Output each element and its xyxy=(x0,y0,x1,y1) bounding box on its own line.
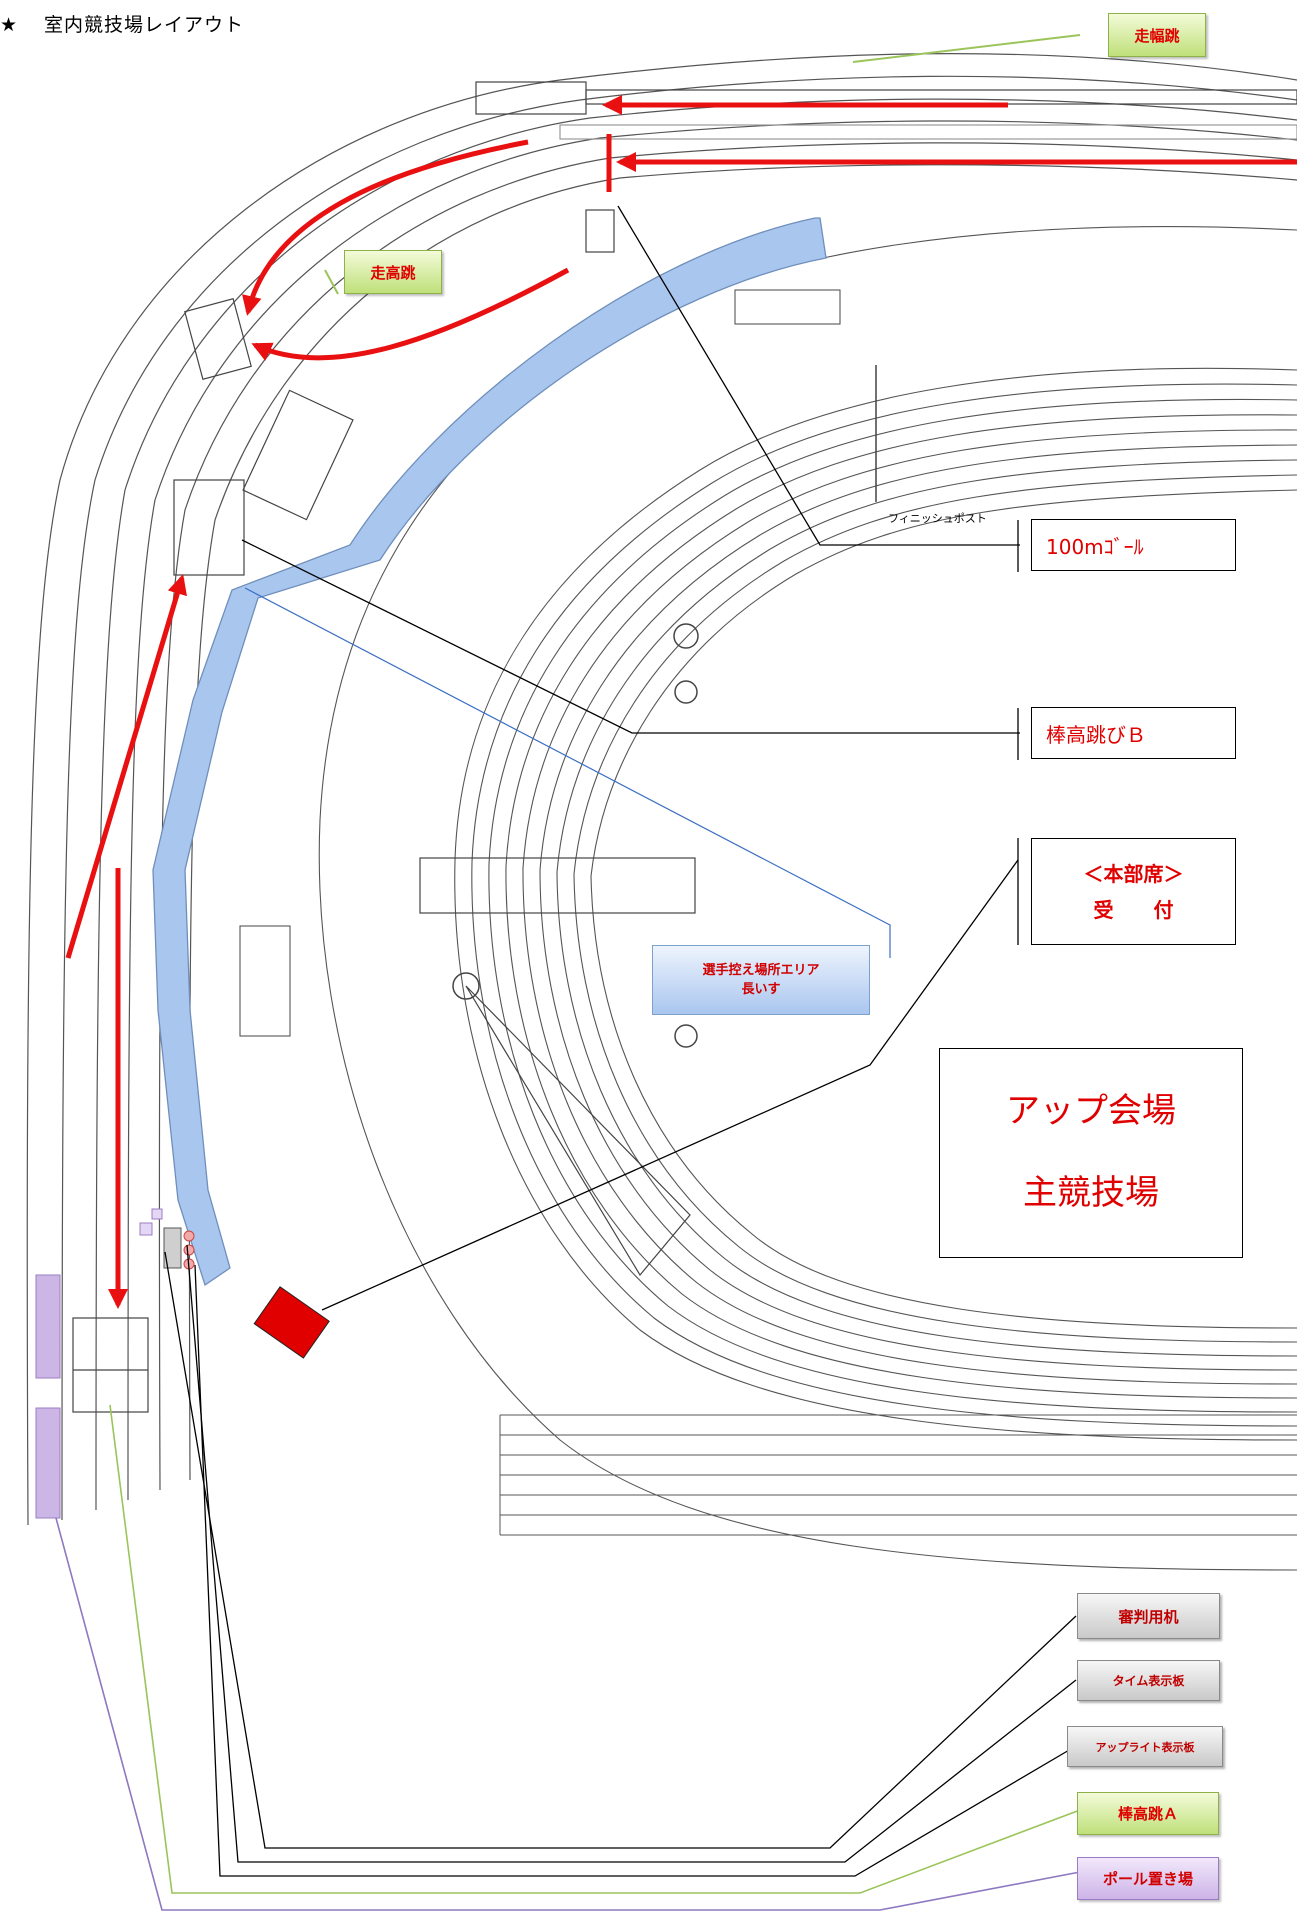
pole-storage-box-1 xyxy=(35,1274,61,1379)
marker-small-2 xyxy=(151,1208,163,1220)
waiting-area-label: 選手控え場所エリア 長いす xyxy=(652,945,870,1015)
judge-desk-label: 審判用机 xyxy=(1077,1593,1220,1639)
waiting-bench-band xyxy=(152,217,827,1287)
infield-features xyxy=(239,623,699,1277)
upright-light-2 xyxy=(183,1244,195,1256)
time-board-label: タイム表示板 xyxy=(1077,1660,1220,1701)
warmup-venue-line2: 主競技場 xyxy=(1023,1173,1159,1213)
star-icon: ★ xyxy=(0,14,19,36)
page-title: ★ 室内競技場レイアウト xyxy=(0,10,244,37)
high-jump-structures xyxy=(173,209,615,576)
headquarters-title: ＜本部席＞ xyxy=(1083,861,1184,886)
finish-post-label: フィニッシュポスト xyxy=(888,512,987,525)
pole-vault-a-label: 棒高跳Ａ xyxy=(1077,1792,1219,1835)
high-jump-label: 走高跳 xyxy=(344,250,442,294)
pole-vault-a-pit xyxy=(72,1317,149,1413)
finish-post xyxy=(734,289,877,502)
waiting-area-line1: 選手控え場所エリア xyxy=(702,962,820,978)
headquarters-label: ＜本部席＞ 受 付 xyxy=(1031,838,1236,945)
marker-small-1 xyxy=(139,1222,153,1236)
goal-100m-label: 100mｺﾞｰﾙ xyxy=(1031,519,1236,571)
flow-arrows xyxy=(65,95,1297,1309)
warmup-venue-label: アップ会場 主競技場 xyxy=(939,1048,1243,1258)
warmup-venue-line1: アップ会場 xyxy=(1006,1091,1176,1132)
leader-lines xyxy=(55,205,1081,1911)
pole-storage-box-2 xyxy=(35,1407,61,1519)
pole-vault-b-label: 棒高跳びＢ xyxy=(1031,707,1236,759)
time-board-marker xyxy=(163,1227,182,1269)
reception-label: 受 付 xyxy=(1093,897,1174,922)
page-title-text: 室内競技場レイアウト xyxy=(44,14,245,36)
upright-light-1 xyxy=(183,1230,195,1242)
waiting-area-line2: 長いす xyxy=(741,982,781,997)
headquarters-marker xyxy=(253,1286,330,1359)
long-jump-label: 走幅跳 xyxy=(1108,13,1206,57)
pole-storage-label: ポール置き場 xyxy=(1077,1857,1219,1900)
upright-board-label: アップライト表示板 xyxy=(1067,1726,1223,1767)
outer-track xyxy=(26,53,1297,1526)
bottom-straight xyxy=(499,1414,1297,1536)
